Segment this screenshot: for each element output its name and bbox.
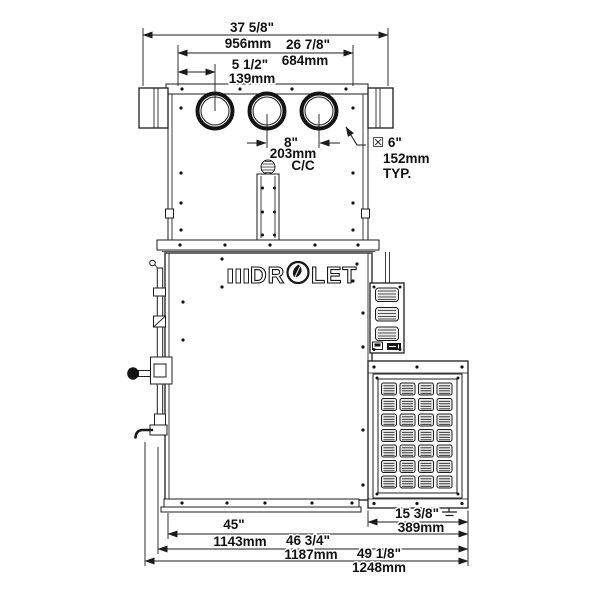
furnace-body: [156, 239, 380, 513]
extension-lines: [142, 28, 469, 566]
body-bottom-rivets: [180, 501, 354, 505]
body-cabinet: [164, 252, 373, 501]
body-bottom-flange: [163, 498, 360, 508]
plenum-flange-rivets: [180, 87, 348, 91]
power-switch-icon: [372, 341, 383, 350]
latch-rod-boot: [154, 413, 166, 426]
center-flue-duct: [256, 159, 280, 241]
dim-width-with-latch-in: 46 3/4": [286, 533, 330, 548]
dim-collar-offset-in: 5 1/2": [232, 57, 268, 72]
dimension-labels: 37 5/8" 956mm 26 7/8" 684mm 5 1/2" 139mm…: [212, 19, 446, 577]
dim-collar-diameter-label: ☒ 6": [372, 135, 402, 150]
grille-rivets: [372, 365, 464, 506]
dim-collar-diameter-mm: 152mm: [383, 151, 430, 166]
grille-louvers: [381, 382, 455, 491]
logo-text-right: LET: [311, 262, 357, 288]
body-top-flange-rivets: [178, 243, 360, 247]
dim-blower-panel-in: 15 3/8": [395, 506, 439, 521]
door-latch: [127, 259, 173, 439]
latch-handle-knob: [127, 367, 139, 380]
latch-handle-shaft: [138, 370, 151, 377]
logo-bar-2: [235, 268, 241, 284]
dim-collar-span-mm: 684mm: [282, 53, 329, 68]
logo-bar-1: [227, 268, 233, 284]
dimension-graphics: [142, 28, 469, 566]
dim-collar-spacing-note: C/C: [291, 158, 315, 173]
side-collar-right: [367, 87, 394, 129]
latch-spring-clip: [149, 259, 156, 267]
plenum-right-tab: [361, 208, 370, 219]
control-box-screws: [372, 285, 402, 351]
dim-body-width-in: 45": [223, 517, 244, 532]
dim-collar-spacing-in: 8": [284, 135, 298, 150]
dim-collar-offset-mm: 139mm: [229, 71, 276, 86]
dim-overall-top-in: 37 5/8": [230, 20, 274, 35]
logo-text-left: DR: [250, 262, 285, 288]
plenum-left-tab: [165, 208, 174, 219]
body-bottom-lip: [160, 506, 362, 513]
duct-outlet-2: [247, 91, 287, 131]
latch-cam-hook: [134, 428, 154, 439]
body-top-flange: [156, 239, 380, 251]
control-box-louvers: [375, 287, 399, 341]
dim-blower-panel-mm: 389mm: [398, 520, 445, 535]
latch-rod-guide-upper: [153, 287, 166, 297]
leaf-vein: [294, 266, 301, 279]
brand-logo: DR LET: [227, 260, 357, 289]
body-rivets: [181, 257, 365, 487]
logo-bar-3: [243, 268, 249, 284]
side-collar-left: [138, 87, 169, 129]
blower-grille-panel: [367, 360, 469, 517]
dim-collar-spacing-mm: 203mm: [270, 146, 317, 161]
dim-overall-width-mm: 1248mm: [352, 560, 406, 575]
dim-overall-width-in: 49 1/8": [357, 546, 401, 561]
rating-label: [387, 343, 401, 350]
control-box: [369, 252, 405, 354]
dim-body-width-mm: 1143mm: [213, 534, 266, 549]
dim-width-with-latch-mm: 1187mm: [284, 547, 337, 562]
dim-collar-span-in: 26 7/8": [286, 37, 330, 52]
dim-overall-top-mm: 956mm: [225, 36, 272, 51]
ground-foot-symbol: [442, 508, 457, 517]
flue-duct-rivets: [261, 186, 276, 237]
flue-collar-hatch: [261, 161, 275, 173]
leader-collar-diameter: [345, 126, 366, 146]
dim-collar-diameter-note: TYP.: [383, 166, 411, 181]
plenum-side-rivets: [179, 106, 355, 232]
